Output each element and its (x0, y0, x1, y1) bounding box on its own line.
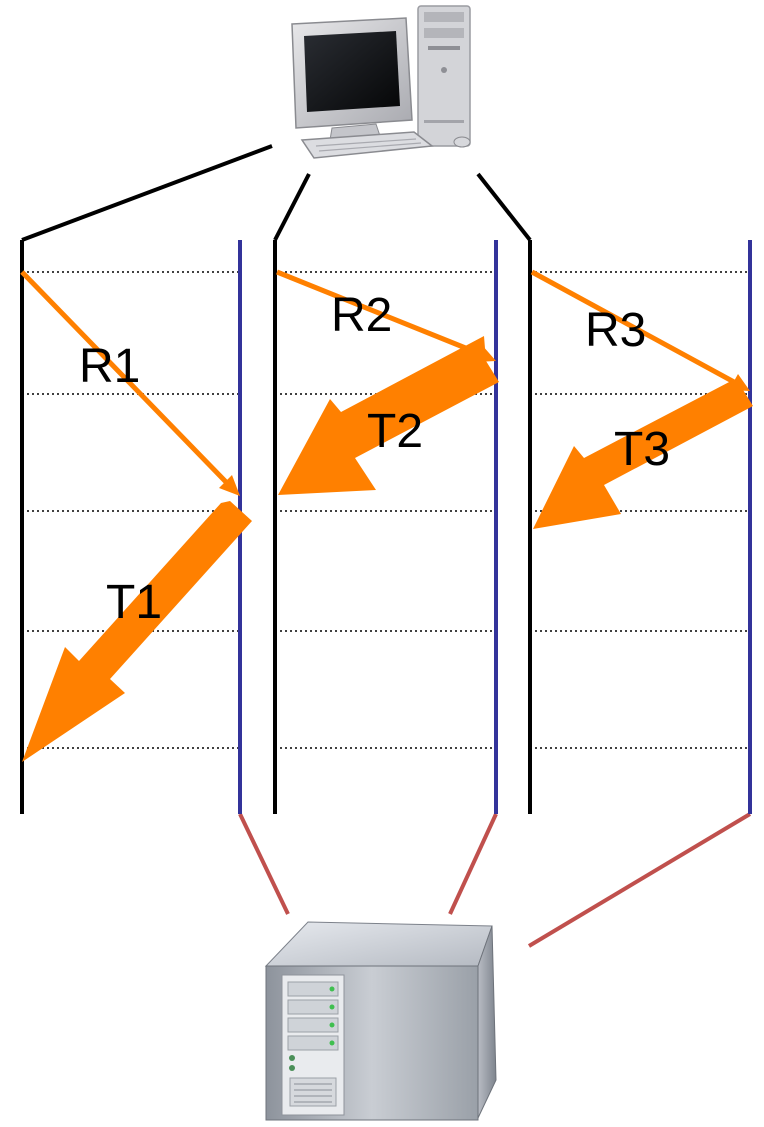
response-arrow-3 (533, 380, 753, 529)
server-connections (238, 812, 752, 948)
client-link-3 (476, 172, 532, 242)
server-tower-icon (264, 921, 497, 1121)
server-link-3 (527, 812, 752, 948)
desktop-computer-icon (291, 5, 471, 159)
time-rules (22, 271, 750, 749)
request-label-3: R3 (585, 304, 646, 357)
response-label-2: T2 (367, 405, 423, 458)
request-label-2: R2 (331, 289, 392, 342)
server-link-1 (238, 813, 290, 915)
client-link-1 (21, 144, 273, 242)
response-arrow-2 (278, 336, 499, 495)
client-connections (21, 144, 532, 242)
response-label-3: T3 (614, 423, 670, 476)
server-link-2 (448, 813, 498, 915)
labels: R1 T1 R2 T2 R3 T3 (79, 289, 670, 629)
response-arrows (22, 336, 753, 762)
response-label-1: T1 (106, 576, 162, 629)
panel-1-rules (22, 271, 240, 749)
response-arrow-1 (22, 501, 252, 762)
client-link-2 (273, 173, 311, 241)
request-label-1: R1 (79, 340, 140, 393)
panel-2-rules (275, 271, 496, 749)
request-arrow-1 (20, 270, 240, 496)
